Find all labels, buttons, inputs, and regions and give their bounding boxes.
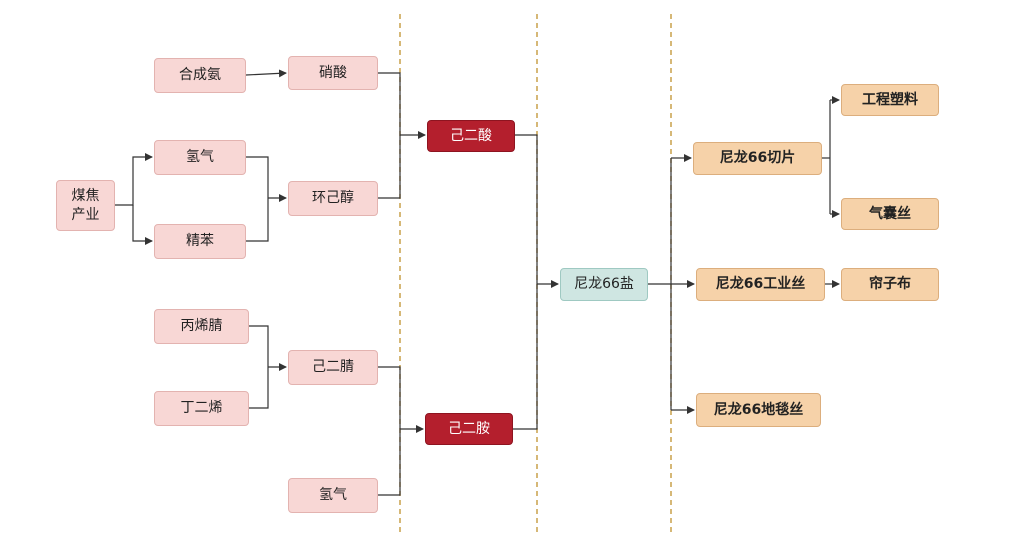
- edge-to-salt-bracket: [513, 134, 538, 430]
- node-adipic-acid: 己二酸: [427, 120, 515, 152]
- edge-acn-merge: [249, 325, 269, 409]
- node-coal-coke-industry: 煤焦 产业: [56, 180, 115, 231]
- node-nylon66-salt: 尼龙66盐: [560, 268, 648, 301]
- node-hydrogen: 氢气: [154, 140, 246, 175]
- edge-coke-benzene: [132, 205, 153, 245]
- node-hexanediamine: 己二胺: [425, 413, 513, 445]
- node-refined-benzene: 精苯: [154, 224, 246, 259]
- edge-to-adipic-bracket: [378, 72, 401, 199]
- edge-coke-split: [115, 153, 153, 206]
- node-tire-cord-fabric: 帘子布: [841, 268, 939, 301]
- node-nylon66-carpet-yarn: 尼龙66地毯丝: [696, 393, 821, 427]
- node-nylon66-industrial-yarn: 尼龙66工业丝: [696, 268, 825, 301]
- node-syngas: 合成氨: [154, 58, 246, 93]
- node-butadiene: 丁二烯: [154, 391, 249, 426]
- node-airbag-yarn: 气囊丝: [841, 198, 939, 230]
- node-hydrogen-2: 氢气: [288, 478, 378, 513]
- edge-to-hmd-bracket: [378, 366, 401, 496]
- node-cyclohexanol: 环己醇: [288, 181, 378, 216]
- edge-hydrogen-merge: [246, 156, 269, 242]
- node-nylon66-chips: 尼龙66切片: [693, 142, 822, 175]
- node-nitric-acid: 硝酸: [288, 56, 378, 90]
- edge-syngas-nitric: [245, 69, 287, 78]
- node-engineering-plastic: 工程塑料: [841, 84, 939, 116]
- node-adiponitrile: 己二腈: [288, 350, 378, 385]
- node-acrylonitrile: 丙烯腈: [154, 309, 249, 344]
